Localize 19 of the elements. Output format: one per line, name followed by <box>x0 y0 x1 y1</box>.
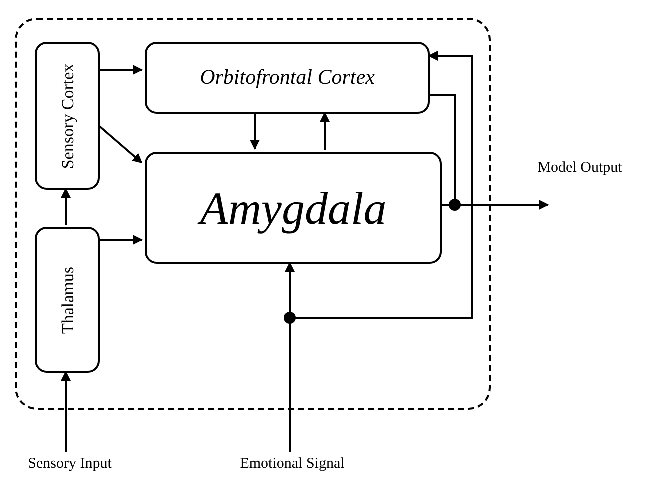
box-label: Sensory Cortex <box>58 63 77 169</box>
dashed-boundary <box>15 18 491 410</box>
arrow <box>320 112 330 150</box>
block-box <box>35 227 100 373</box>
block-box <box>145 42 430 114</box>
block-box <box>145 152 442 264</box>
arrow <box>98 235 143 245</box>
io-label: Model Output <box>538 158 622 178</box>
arrow <box>61 371 71 452</box>
block-box <box>35 42 100 190</box>
arrow <box>98 65 143 75</box>
box-label: Amygdala <box>200 174 387 242</box>
arrow <box>428 94 549 210</box>
io-label: Emotional Signal <box>240 454 345 474</box>
box-label: Orbitofrontal Cortex <box>200 64 375 92</box>
arrow <box>250 112 260 150</box>
box-label: Thalamus <box>58 266 77 334</box>
io-label: Sensory Input <box>28 454 112 474</box>
arrow <box>61 188 71 225</box>
